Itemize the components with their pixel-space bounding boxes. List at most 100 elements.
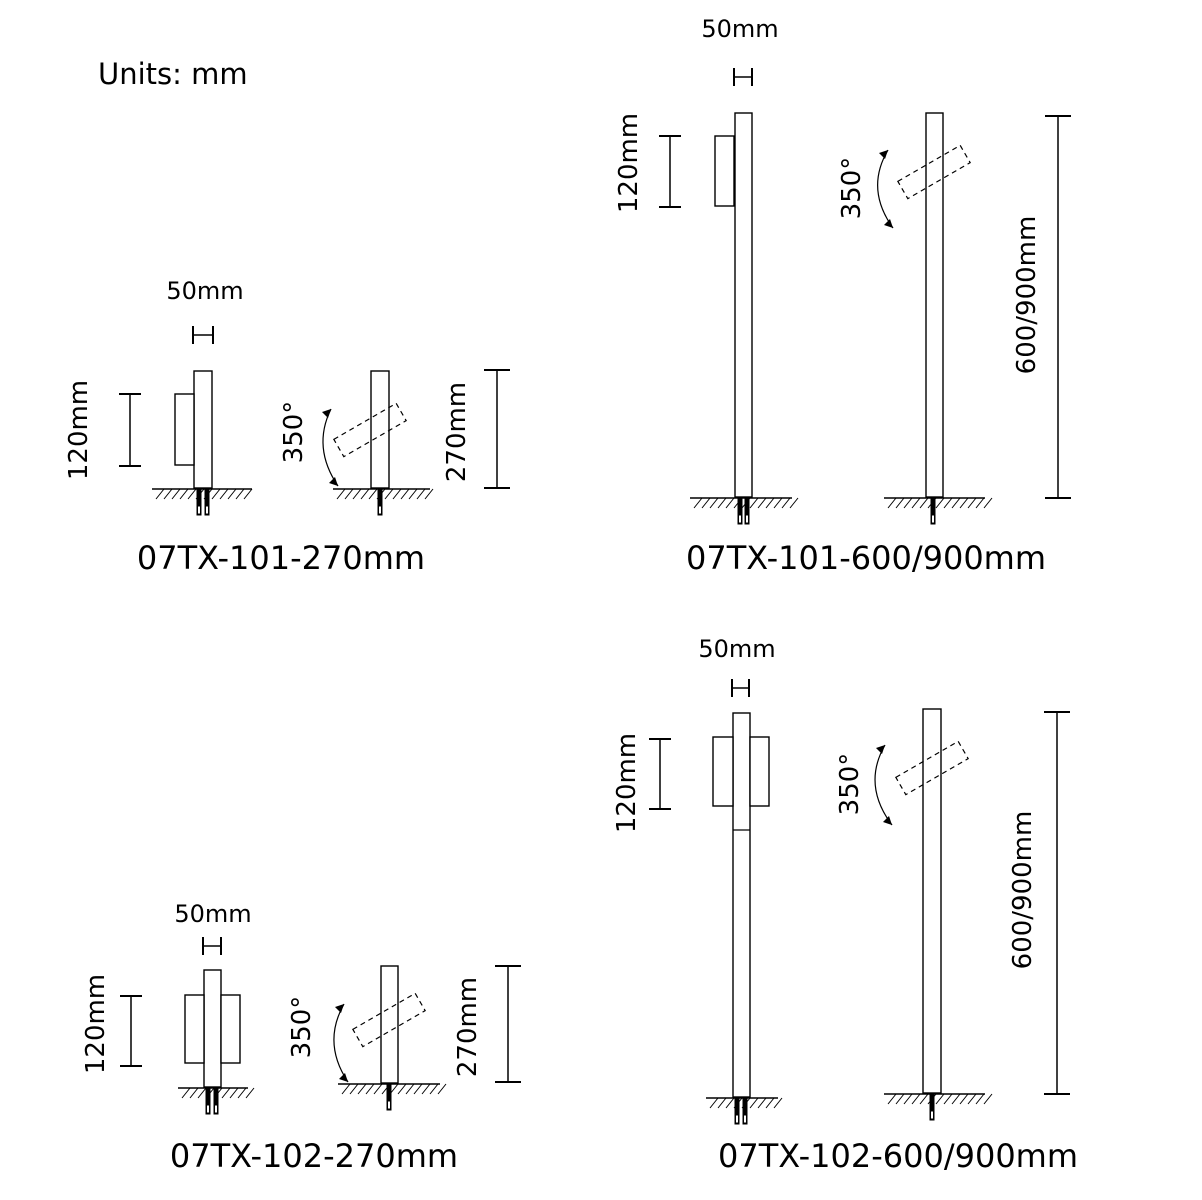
width-label: 50mm — [701, 15, 778, 43]
mounting-pin — [204, 488, 210, 516]
ground-hatch — [749, 1097, 759, 1109]
ground-hatch — [943, 1093, 953, 1105]
ground-hatch — [709, 1097, 719, 1109]
ground-hatch — [709, 497, 719, 509]
ground-hatch — [405, 1083, 415, 1095]
arrow-head — [879, 150, 888, 159]
head-height-label: 120mm — [81, 974, 111, 1074]
ground-hatch — [373, 1083, 383, 1095]
ground-hatch — [975, 497, 985, 509]
ground-hatch — [397, 1083, 407, 1095]
pin-body — [737, 497, 743, 525]
ground-hatch — [919, 1093, 929, 1105]
rotated-head-outline — [333, 402, 407, 458]
ground-hatch — [887, 1093, 897, 1105]
pin-tip — [931, 514, 935, 524]
pin-tip — [378, 505, 382, 515]
head-height-dimension — [649, 738, 671, 810]
light-head-2 — [749, 736, 770, 807]
mounting-pin — [929, 1093, 935, 1121]
ground-hatch — [757, 1097, 767, 1109]
ground-hatch — [765, 1097, 775, 1109]
pin-body — [930, 497, 936, 525]
ground-hatch — [227, 488, 237, 500]
arrow-head — [883, 816, 892, 825]
ground-hatch — [349, 1083, 359, 1095]
ground-hatch — [967, 497, 977, 509]
pin-body — [744, 497, 750, 525]
mounting-pin — [737, 497, 743, 525]
pin-body — [929, 1093, 935, 1121]
ground-hatch — [336, 488, 346, 500]
rotation-arrow — [322, 408, 339, 487]
total-height-dimension — [1044, 711, 1070, 1095]
ground-hatch — [408, 488, 418, 500]
ground-hatch — [967, 1093, 977, 1105]
ground-hatch — [975, 1093, 985, 1105]
width-dimension — [731, 679, 750, 697]
rotation-label: 350° — [279, 401, 309, 464]
pin-body — [386, 1083, 392, 1111]
ground-hatch — [341, 1083, 351, 1095]
mounting-pin — [744, 497, 750, 525]
mounting-pin — [196, 488, 202, 516]
ground — [152, 488, 253, 500]
ground-hatch — [983, 1093, 993, 1105]
total-height-label: 600/900mm — [1012, 216, 1042, 375]
model-caption: 07TX-101-270mm — [137, 539, 425, 577]
ground-hatch — [245, 1087, 255, 1099]
ground-hatch — [352, 488, 362, 500]
total-height-label: 600/900mm — [1008, 811, 1038, 970]
ground-hatch — [935, 1093, 945, 1105]
light-head — [714, 135, 735, 207]
pole-side — [370, 370, 390, 489]
pin-tip — [214, 1104, 218, 1114]
ground-hatch — [197, 1087, 207, 1099]
ground-hatch — [357, 1083, 367, 1095]
mounting-pin — [205, 1087, 211, 1115]
mounting-pin — [734, 1097, 740, 1125]
rotated-head-outline — [897, 144, 971, 200]
ground-hatch — [773, 497, 783, 509]
head-height-label: 120mm — [614, 113, 644, 213]
head-height-dimension — [119, 393, 141, 467]
width-label: 50mm — [166, 277, 243, 305]
pole-side — [380, 965, 399, 1084]
ground-hatch — [959, 1093, 969, 1105]
ground-hatch — [895, 1093, 905, 1105]
ground-hatch — [789, 497, 799, 509]
ground-hatch — [725, 1097, 735, 1109]
mounting-pin — [930, 497, 936, 525]
rotation-arrow — [874, 744, 893, 826]
pole-side — [922, 708, 942, 1094]
rotation-arrow — [877, 149, 894, 229]
ground-hatch — [221, 1087, 231, 1099]
ground-hatch — [416, 488, 426, 500]
rotation-label: 350° — [837, 157, 867, 220]
ground-hatch — [935, 497, 945, 509]
model-caption: 07TX-101-600/900mm — [686, 539, 1046, 577]
model-caption: 07TX-102-600/900mm — [718, 1137, 1078, 1175]
light-head — [184, 994, 205, 1064]
head-height-label: 120mm — [612, 733, 642, 833]
pin-body — [205, 1087, 211, 1115]
pin-tip — [930, 1110, 934, 1120]
pin-tip — [387, 1100, 391, 1110]
ground-hatch — [911, 1093, 921, 1105]
pin-tip — [735, 1114, 739, 1124]
mounting-pin — [386, 1083, 392, 1111]
pole-front — [734, 112, 753, 498]
total-height-dimension — [495, 965, 521, 1083]
ground-hatch — [400, 488, 410, 500]
ground-hatch — [237, 1087, 247, 1099]
arrow-head — [322, 409, 331, 418]
ground-hatch — [163, 488, 173, 500]
ground — [690, 497, 799, 509]
ground-hatch — [773, 1097, 783, 1109]
arrow-head — [339, 1073, 348, 1082]
ground-side — [333, 488, 434, 500]
light-head — [712, 736, 734, 807]
ground-hatch — [943, 497, 953, 509]
